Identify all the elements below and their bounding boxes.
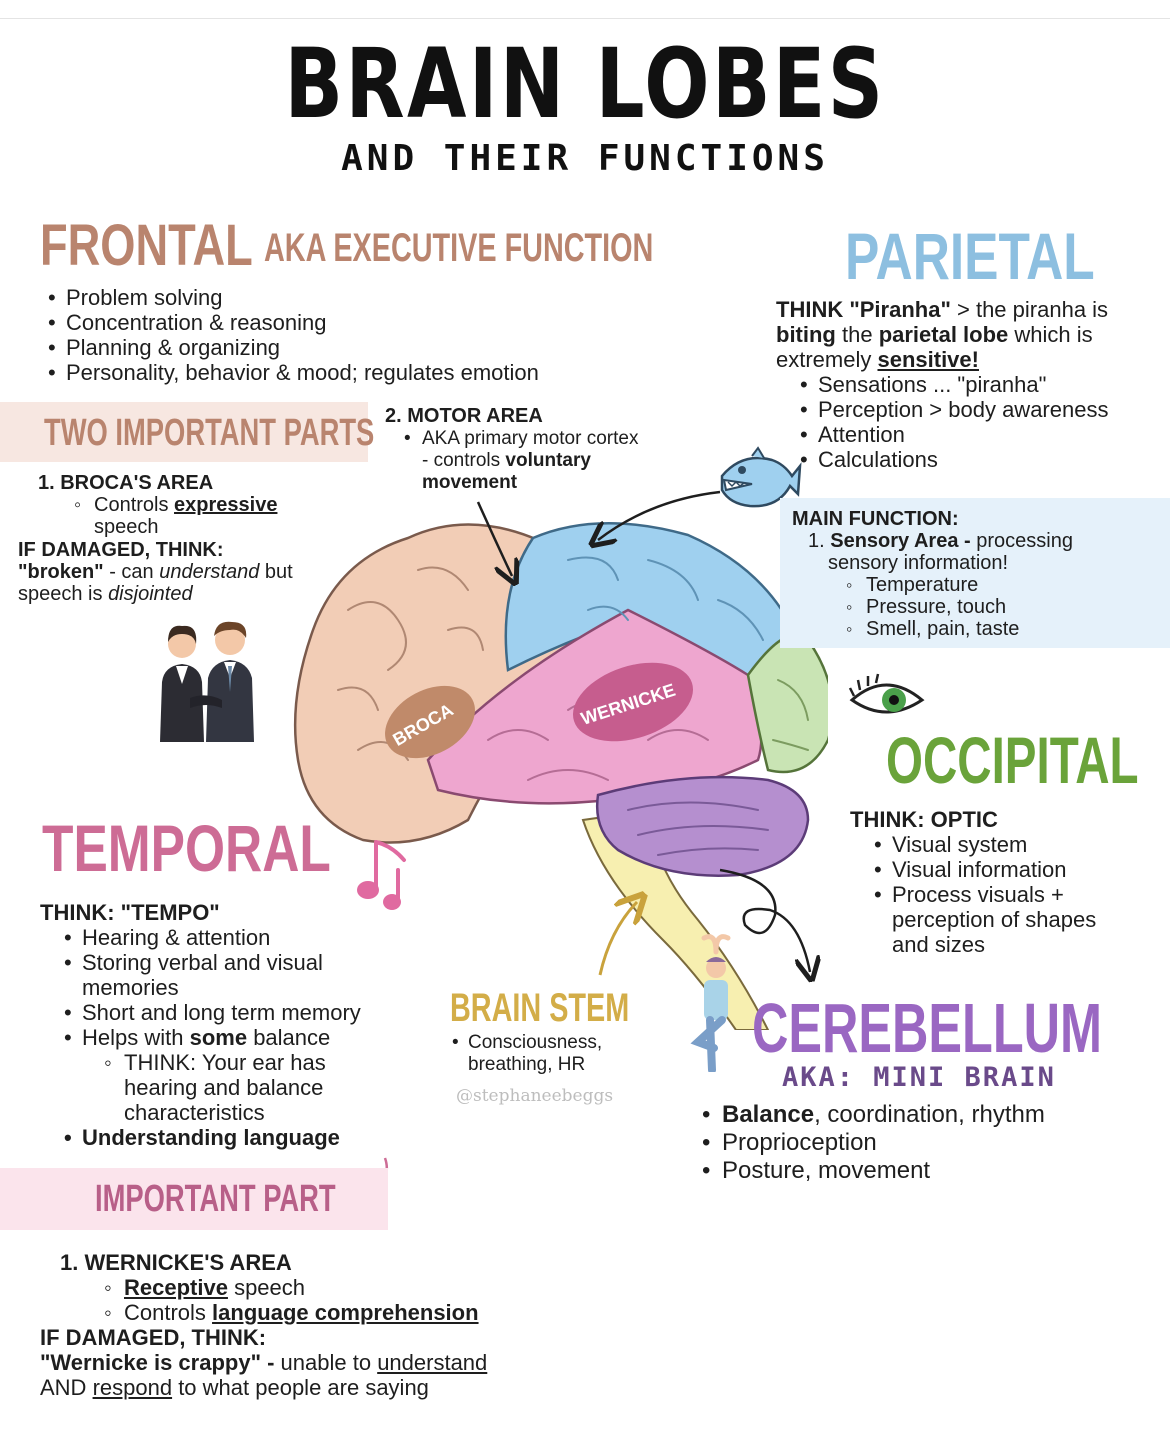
- frontal-heading: FRONTAL: [40, 213, 253, 278]
- parietal-think: THINK "Piranha" > the piranha is biting …: [776, 297, 1109, 372]
- main-function-block: MAIN FUNCTION: 1. Sensory Area - process…: [792, 508, 1073, 574]
- broca-area-block: 1. BROCA'S AREA: [38, 472, 213, 494]
- list-item: Temperature: [844, 574, 1019, 596]
- eye-icon: [848, 673, 925, 714]
- list-item: Perception > body awareness: [796, 397, 1108, 422]
- list-item: Smell, pain, taste: [844, 618, 1019, 640]
- cerebellum-heading: CEREBELLUM: [752, 989, 1102, 1067]
- broca-damage: IF DAMAGED, THINK: "broken" - can unders…: [18, 539, 293, 605]
- frontal-aka: AKA EXECUTIVE FUNCTION: [264, 226, 654, 270]
- watermark: @stephaneebeggs: [456, 1086, 614, 1106]
- broca-region: [385, 685, 475, 759]
- list-item: Concentration & reasoning: [44, 310, 539, 335]
- people-icon: [160, 621, 254, 742]
- list-item: Personality, behavior & mood; regulates …: [44, 360, 539, 385]
- broca-sub: ◦ Controls expressive speech: [74, 494, 278, 538]
- sensory-list: Temperature Pressure, touch Smell, pain,…: [844, 574, 1019, 640]
- parietal-list: Sensations ... "piranha" Perception > bo…: [796, 372, 1108, 472]
- occipital-list: •Visual system •Visual information •Proc…: [874, 832, 1097, 957]
- wernicke-region: [572, 662, 694, 742]
- temporal-list: •Hearing & attention •Storing verbal and…: [64, 925, 361, 1150]
- piranha-icon: [720, 446, 802, 508]
- page-title: BRAIN LOBES: [284, 28, 886, 140]
- motor-text: •AKA primary motor cortex - controls vol…: [404, 428, 639, 493]
- temporal-think: THINK: "TEMPO": [40, 900, 220, 925]
- music-note-icon: [357, 840, 406, 910]
- brainstem-heading: BRAIN STEM: [450, 986, 630, 1030]
- top-divider: [0, 18, 1170, 19]
- list-item: Sensations ... "piranha": [796, 372, 1108, 397]
- circle-bullet-icon: ◦: [74, 494, 82, 516]
- temporal-heading: TEMPORAL: [42, 811, 331, 885]
- important-part-heading: IMPORTANT PART: [95, 1178, 336, 1220]
- parietal-heading: PARIETAL: [845, 219, 1095, 293]
- motor-title: 2. MOTOR AREA: [385, 405, 543, 427]
- frontal-list: Problem solving Concentration & reasonin…: [44, 285, 539, 385]
- occipital-think: THINK: OPTIC: [850, 807, 998, 832]
- list-item: Calculations: [796, 447, 1108, 472]
- two-parts-heading: TWO IMPORTANT PARTS: [44, 412, 375, 454]
- important-part-band: [0, 1168, 388, 1230]
- wernicke-damage: IF DAMAGED, THINK: "Wernicke is crappy" …: [40, 1325, 488, 1400]
- page-subtitle: AND THEIR FUNCTIONS: [341, 138, 829, 179]
- brainstem-list: •Consciousness, breathing, HR: [452, 1032, 603, 1075]
- list-item: Planning & organizing: [44, 335, 539, 360]
- occipital-heading: OCCIPITAL: [886, 723, 1139, 797]
- motor-area-block: 2. MOTOR AREA: [385, 405, 543, 427]
- wernicke-block: 1. WERNICKE'S AREA ◦Receptive speech ◦Co…: [60, 1250, 479, 1325]
- yoga-person-icon: [690, 934, 731, 1072]
- cerebellum-list: •Balance, coordination, rhythm •Proprioc…: [702, 1101, 1045, 1184]
- list-item: Attention: [796, 422, 1108, 447]
- broca-title: 1. BROCA'S AREA: [38, 472, 214, 494]
- two-parts-band: [0, 402, 368, 462]
- list-item: Problem solving: [44, 285, 539, 310]
- list-item: Pressure, touch: [844, 596, 1019, 618]
- cerebellum-aka: AKA: MINI BRAIN: [782, 1062, 1056, 1093]
